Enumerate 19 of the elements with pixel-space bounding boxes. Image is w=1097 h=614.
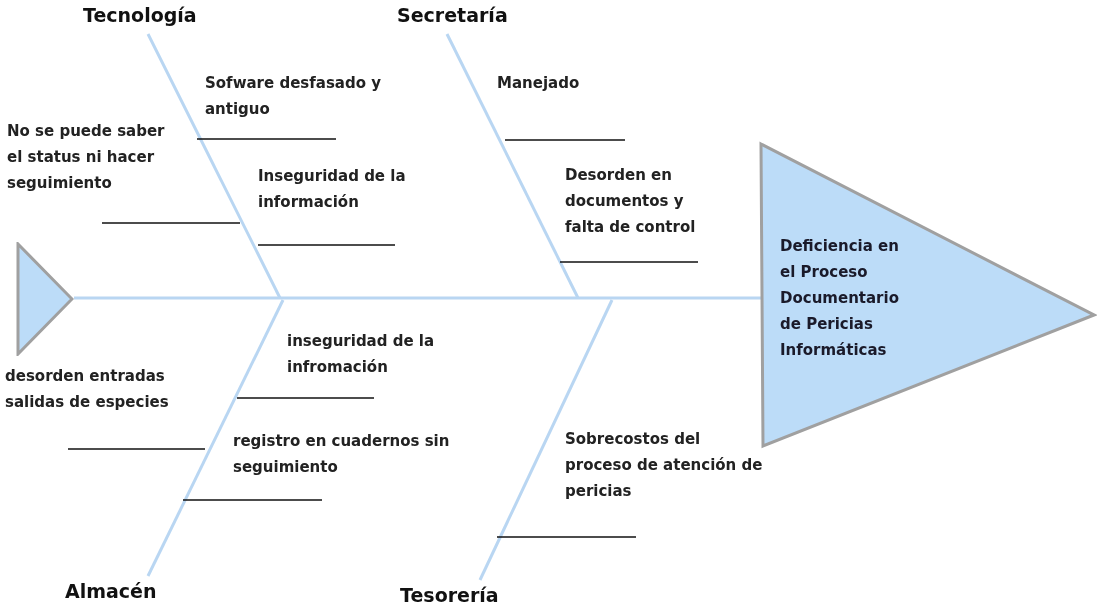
tail-triangle xyxy=(16,242,74,356)
cause-label: Manejado xyxy=(497,73,581,94)
cause-label: Desorden en documentos y falta de control xyxy=(565,165,697,238)
category-label: Tecnología xyxy=(83,4,197,26)
bone-line xyxy=(146,33,282,299)
bone-line xyxy=(445,33,580,299)
spine-line xyxy=(74,296,761,300)
cause-label: Sofware desfasado y antiguo xyxy=(205,73,382,120)
category-label: Secretaría xyxy=(397,4,508,26)
effect-triangle: Deficiencia en el Proceso Documentario de Pericias Informáticas xyxy=(758,141,1097,449)
cause-label: No se puede saber el status ni hacer seguimiento xyxy=(7,121,166,194)
category-label: Almacén xyxy=(65,580,157,602)
bone-line xyxy=(478,299,614,581)
cause-label: registro en cuadernos sin seguimiento xyxy=(233,431,451,478)
bone-line xyxy=(146,299,285,577)
cause-label: Inseguridad de la información xyxy=(258,166,407,213)
cause-label: desorden entradas salidas de especies xyxy=(5,366,170,413)
cause-label: inseguridad de la infromación xyxy=(287,331,436,378)
category-label: Tesorería xyxy=(400,584,499,606)
